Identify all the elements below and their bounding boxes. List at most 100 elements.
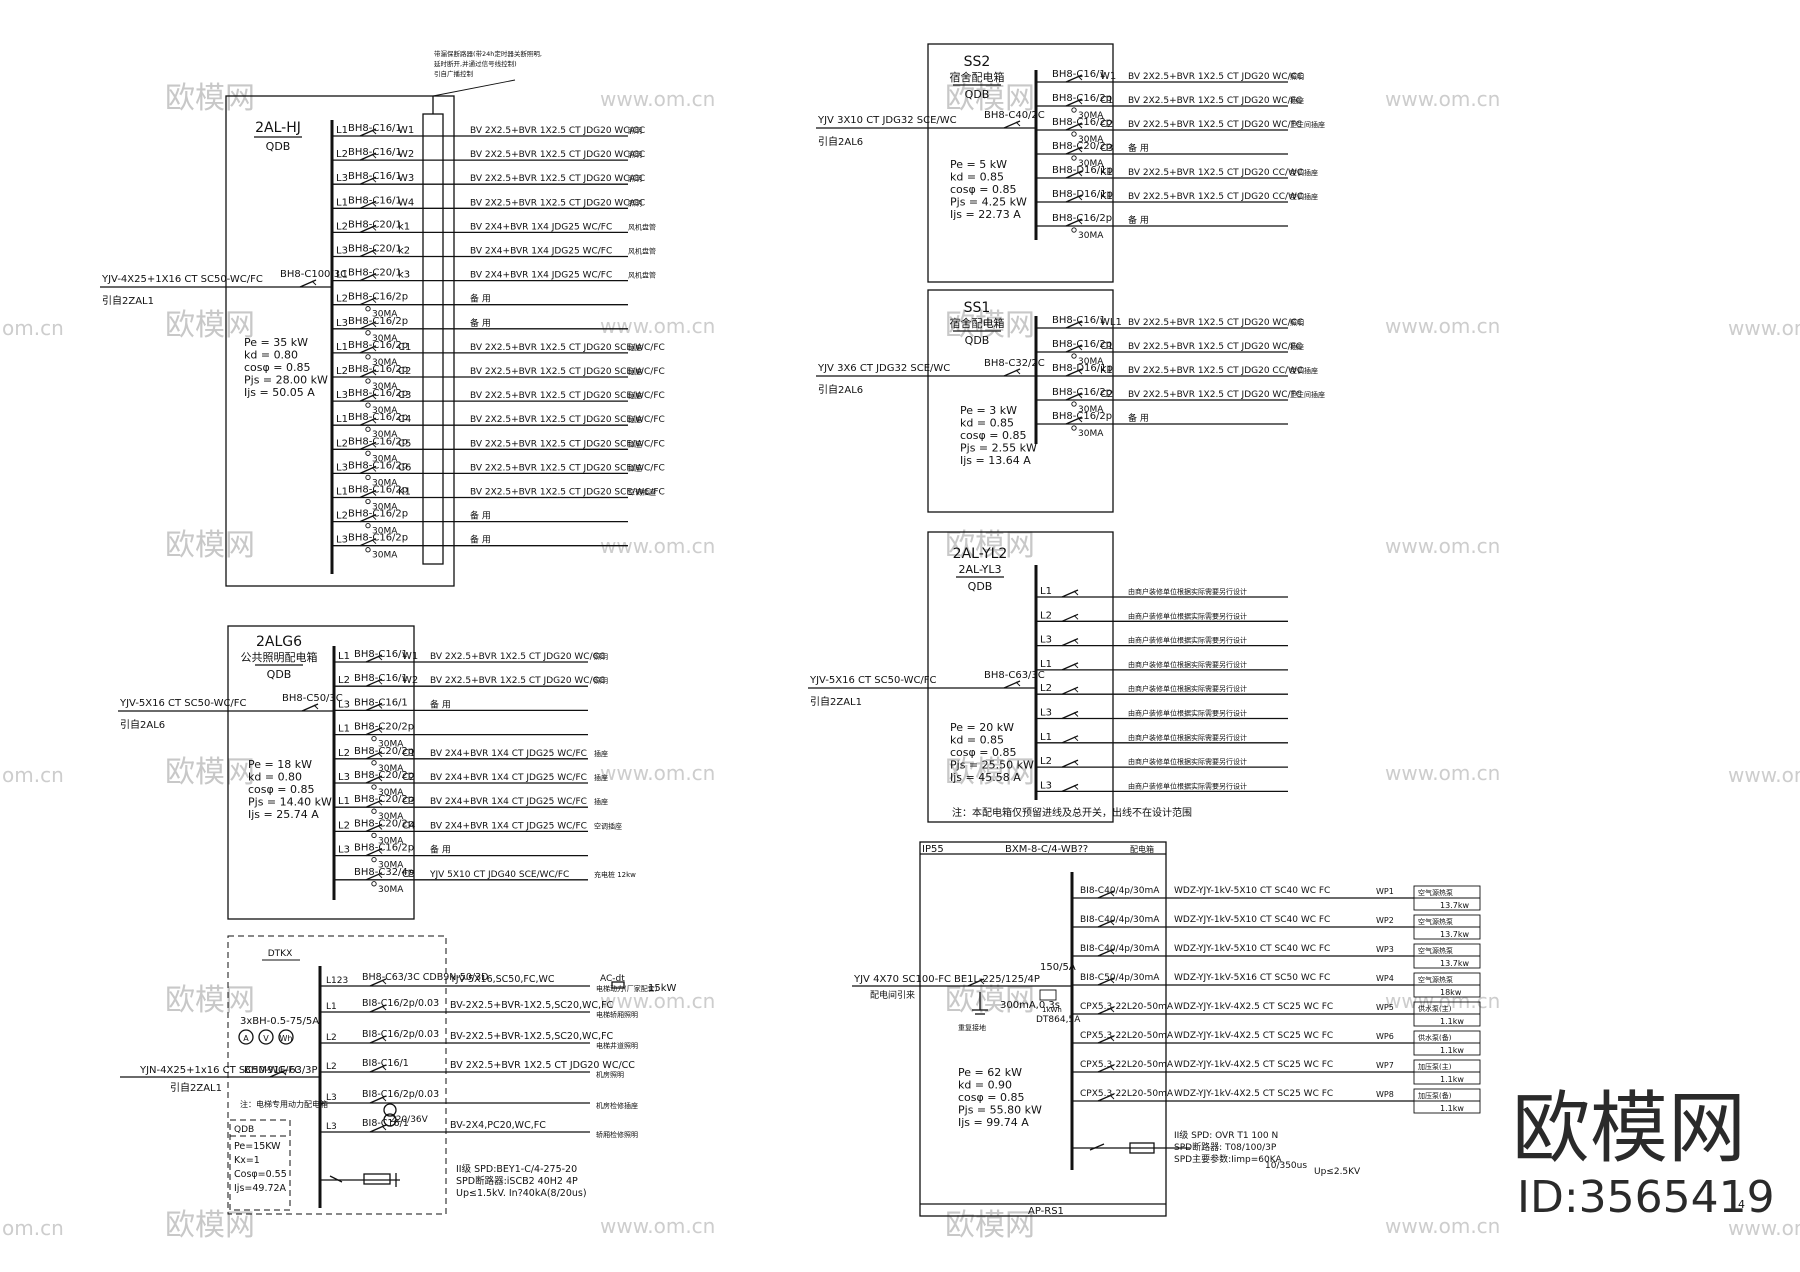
dtkx-incoming-cable: YJN-4X25+1x16 CT SC50-WC/FC: [139, 1065, 301, 1076]
circuit-cable: BV 2X2.5+BVR 1X2.5 CT JDG20 WC/CC: [470, 150, 645, 160]
breaker-tick: [371, 394, 377, 400]
circuit-breaker: BH8-C32/4p: [354, 867, 414, 878]
aprs1-spd-tail: Up≤2.5KV: [1314, 1167, 1361, 1177]
brand-id-text: ID:3565419: [1517, 1172, 1775, 1223]
circuit-breaker: BH8-C16/2p: [348, 292, 408, 303]
panel-note: 注：本配电箱仅预留进线及总开关，出线不在设计范围: [952, 806, 1192, 819]
incoming-source: 引自2AL6: [818, 135, 863, 148]
panel-type: QDB: [968, 580, 993, 593]
rcd-symbol: [371, 808, 377, 814]
panel-box: [227, 625, 415, 920]
load-stat: Pe = 20 kW: [950, 721, 1014, 734]
circuit-load: 插座: [594, 797, 608, 806]
circuit-switch: [1061, 589, 1079, 598]
breaker-tick: [381, 1036, 387, 1042]
watermark-site: www.om.cn: [600, 761, 715, 785]
aprs1-right-label: 配电箱: [1130, 844, 1154, 854]
circuit-cable: 备 用: [1128, 412, 1149, 424]
breaker-tick: [371, 298, 377, 304]
circuit-breaker: BH8-C16/2p: [1052, 93, 1112, 104]
dtkx-phase: L3: [326, 1122, 337, 1132]
aprs1-cable: WDZ-YJY-1kV-4X2.5 CT SC25 WC FC: [1174, 1060, 1333, 1070]
circuit-phase: L2: [336, 221, 348, 232]
circuit-number: W1: [402, 651, 418, 662]
circuit-cable: 备 用: [1128, 214, 1149, 226]
panel-box: [225, 95, 455, 587]
circuit-cable: 备 用: [1128, 142, 1149, 154]
watermark-brand: 欧模网: [165, 528, 255, 563]
circuit-cable: 由商户装修单位根据实际需要另行设计: [1128, 660, 1247, 669]
circuit-switch: [359, 441, 377, 450]
circuit-switch: [365, 678, 383, 687]
circuit-load: 空调插座: [1290, 192, 1318, 201]
circuit-switch: [359, 176, 377, 185]
incoming-source: 引自2ZAL1: [102, 294, 154, 307]
aprs1-kw: 1.1kw: [1440, 1046, 1464, 1055]
circuit-phase: L2: [338, 820, 350, 831]
circuit-switch: [365, 823, 383, 832]
circuit-phase: L1: [336, 342, 348, 353]
circuit-cable: BV 2X2.5+BVR 1X2.5 CT JDG20 CC/WC: [1128, 192, 1303, 202]
circuit-switch: [1065, 218, 1083, 227]
breaker-tick: [1077, 321, 1083, 327]
circuit-phase: L3: [336, 318, 348, 329]
circuit-number: C5: [402, 869, 415, 880]
aprs1-circuit-number: WP5: [1376, 1003, 1394, 1012]
breaker-tick: [281, 1070, 287, 1076]
circuit-breaker: BH8-C20/2p: [354, 770, 414, 781]
top-note: 延时断开,并通过信号线控制): [434, 59, 517, 68]
panel-title: SS2: [964, 54, 991, 70]
breaker-tick: [1015, 681, 1021, 687]
main-breaker: [1003, 680, 1021, 689]
breaker-tick: [1073, 687, 1079, 693]
breaker-tick: [313, 704, 319, 710]
dtkx-stat: Ijs=49.72A: [234, 1183, 287, 1194]
load-stat: kd = 0.85: [950, 171, 1004, 184]
dtkx-breaker: BH8-C63/3C CDB9N-50/3D: [362, 972, 488, 983]
aprs1-circuit-switch: [1097, 890, 1115, 899]
top-note: 引自广播控制: [434, 69, 474, 78]
breaker-tick: [371, 153, 377, 159]
circuit-number: C1: [402, 748, 415, 759]
aprs1-breaker: BI8-C50/4p/30mA: [1080, 973, 1160, 983]
load-stat: Pe = 35 kW: [244, 336, 308, 349]
load-stat: Pjs = 2.55 kW: [960, 442, 1037, 455]
circuit-cable: BV 2X4+BVR 1X4 CT JDG25 WC/FC: [430, 773, 587, 783]
circuit-switch: [1061, 735, 1079, 744]
watermark-site: www.om.cn: [1385, 989, 1500, 1013]
aprs1-ct-label: 150/5A: [1040, 962, 1076, 973]
circuit-phase: L2: [338, 748, 350, 759]
dtkx-circuit-switch: [369, 1004, 387, 1013]
circuit-rcd: 30MA: [1078, 231, 1104, 241]
breaker-tick: [371, 467, 377, 472]
circuit-switch: [1065, 320, 1083, 329]
load-stat: kd = 0.85: [950, 734, 1004, 747]
circuit-cable: BV 2X2.5+BVR 1X2.5 CT JDG20 SCE/WC/FC: [470, 488, 665, 498]
circuit-cable: 由商户装修单位根据实际需要另行设计: [1128, 757, 1247, 766]
circuit-breaker: BH8-C16/2p: [1052, 411, 1112, 422]
breaker-tick: [1077, 147, 1083, 153]
circuit-phase: L2: [1040, 683, 1052, 694]
load-stat: cosφ = 0.85: [950, 183, 1016, 196]
load-stat: Ijs = 50.05 A: [244, 386, 315, 399]
dtkx-cable: BV 2X2.5+BVR 1X2.5 CT JDG20 WC/CC: [450, 1060, 635, 1071]
panel-title: 2AL-YL2: [953, 546, 1008, 562]
breaker-tick: [371, 346, 377, 352]
breaker-tick: [1077, 123, 1083, 129]
watermark-site: www.om.cn: [600, 314, 715, 338]
circuit-phase: L2: [336, 511, 348, 522]
circuit-breaker: BH8-C20/2p: [354, 818, 414, 829]
circuit-rcd: 30MA: [372, 406, 398, 416]
rcd-symbol: [365, 402, 371, 408]
dtkx-spd-text: II级 SPD:BEY1-C/4-275-20: [456, 1163, 577, 1175]
watermark-site: www.om.cn: [600, 1214, 715, 1238]
ammeter-icon: [238, 1029, 254, 1045]
breaker-tick: [1015, 369, 1021, 375]
aprs1-ip: IP55: [922, 844, 944, 855]
circuit-cable: BV 2X2.5+BVR 1X2.5 CT JDG20 WC/FC: [1128, 342, 1302, 352]
panel-type: QDB: [965, 88, 990, 101]
dtkx-stat: Pe=15KW: [234, 1141, 281, 1152]
